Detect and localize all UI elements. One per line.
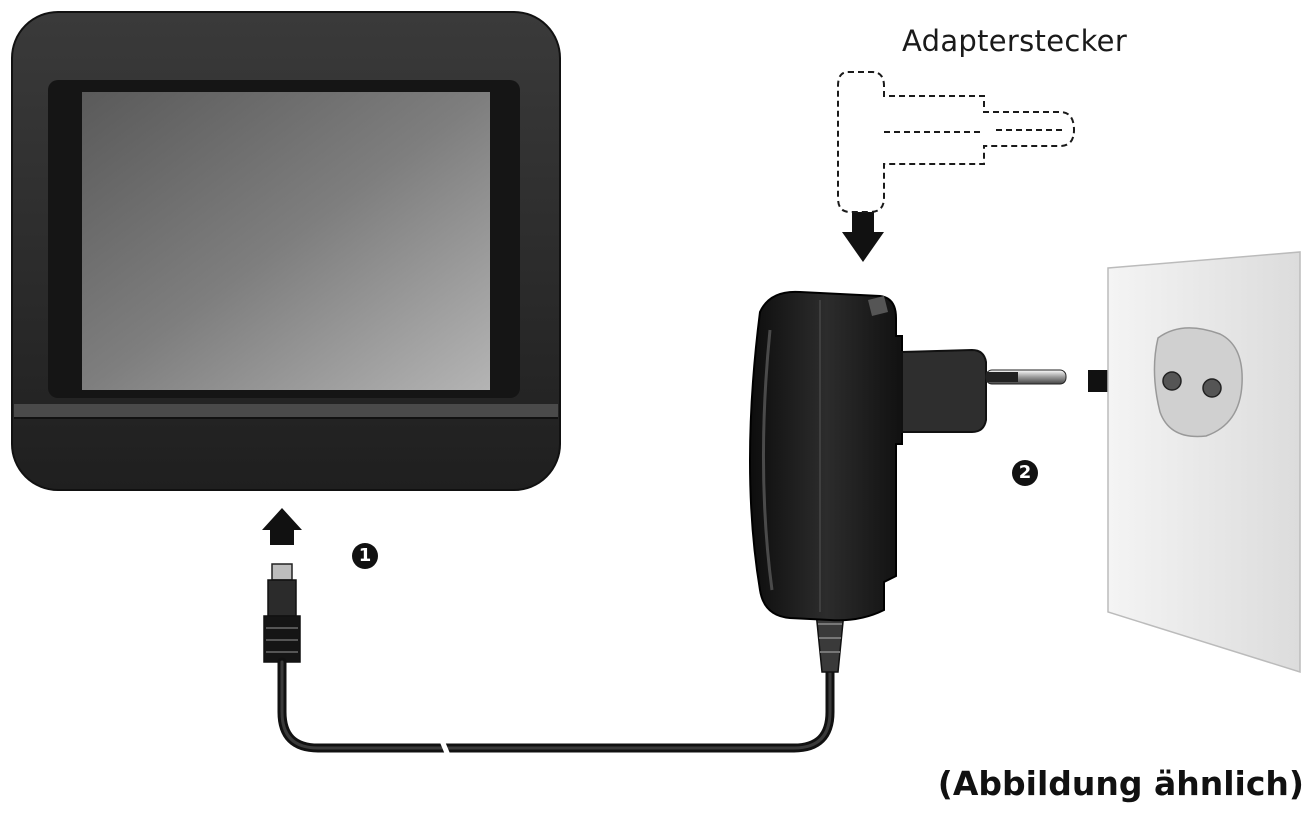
adapter-plug-label: Adapterstecker	[902, 24, 1128, 58]
step-1-marker circled-number-one-icon: 1	[352, 543, 378, 569]
device-connector-plug	[263, 563, 301, 663]
step-2-marker circled-number-two-icon: 2	[1012, 460, 1038, 486]
charger-cable	[277, 657, 835, 753]
image-caption: (Abbildung ähnlich)	[937, 764, 1304, 803]
wall-socket	[1107, 251, 1301, 674]
arrow-down-icon	[842, 212, 884, 262]
device-screen	[82, 92, 490, 390]
adapter-plug-outline	[837, 71, 1076, 213]
navigation-device	[11, 11, 561, 491]
arrow-up-icon	[262, 508, 302, 545]
euro-plug	[901, 348, 1067, 433]
power-adapter	[749, 290, 903, 622]
